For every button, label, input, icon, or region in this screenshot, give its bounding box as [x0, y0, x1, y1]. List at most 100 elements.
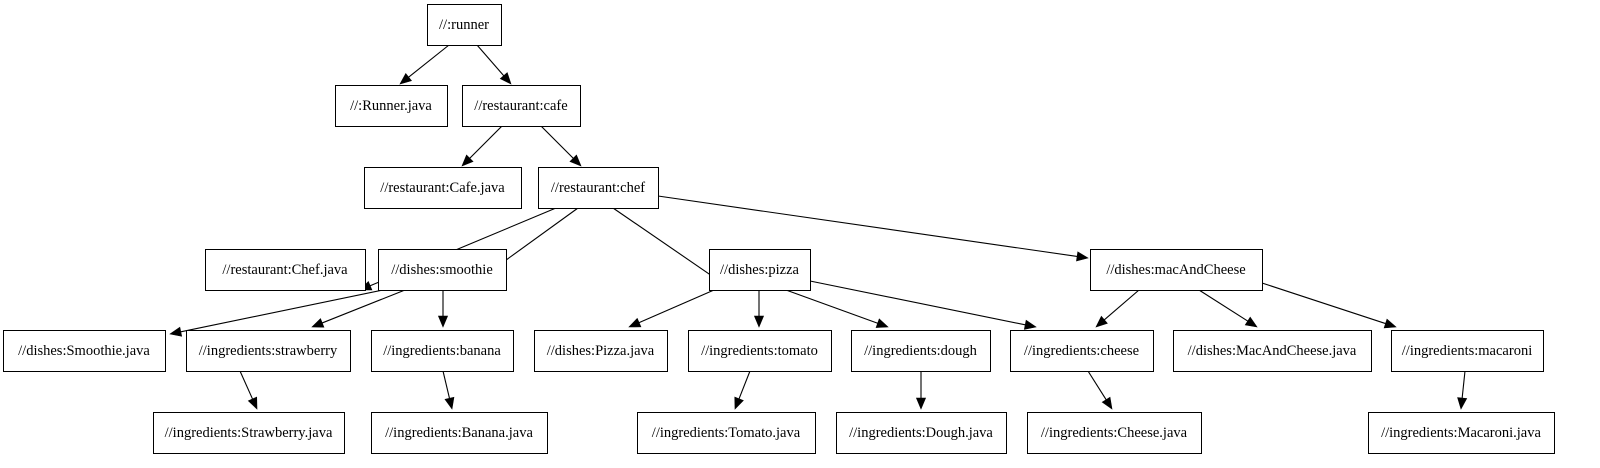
node-label: //ingredients:Cheese.java [1041, 425, 1188, 441]
edge-line [809, 280, 1026, 326]
node-box[interactable] [637, 412, 816, 454]
graph-edge [540, 125, 582, 167]
node-box[interactable] [836, 412, 1007, 454]
node-label: //ingredients:Banana.java [385, 425, 533, 441]
graph-nodes-layer: //:runner //:Runner.java //restaurant:cafe… [3, 4, 1555, 454]
edge-line [1103, 289, 1140, 321]
node-box[interactable] [371, 330, 514, 372]
node-box[interactable] [371, 412, 548, 454]
graph-node-runner[interactable]: //:runner [427, 4, 502, 46]
edge-line [1198, 289, 1249, 322]
graph-node-mac_java[interactable]: //dishes:MacAndCheese.java [1173, 330, 1372, 372]
graph-node-ing_cheese[interactable]: //ingredients:cheese [1010, 330, 1154, 372]
node-label: //ingredients:Dough.java [849, 425, 993, 441]
node-box[interactable] [1010, 330, 1154, 372]
node-box[interactable] [378, 249, 507, 291]
graph-edge [311, 289, 406, 328]
node-label: //ingredients:macaroni [1402, 343, 1532, 359]
edge-arrowhead-icon [753, 315, 765, 328]
edge-arrowhead-icon [461, 154, 474, 167]
graph-node-dishes_smoothie[interactable]: //dishes:smoothie [378, 249, 507, 291]
node-box[interactable] [1090, 249, 1263, 291]
graph-node-tomato_java[interactable]: //ingredients:Tomato.java [637, 412, 816, 454]
graph-edge [628, 289, 715, 328]
graph-edge [461, 125, 503, 167]
node-box[interactable] [186, 330, 351, 372]
graph-edge [734, 370, 751, 410]
graph-node-dishes_mac[interactable]: //dishes:macAndCheese [1090, 249, 1263, 291]
node-label: //dishes:Smoothie.java [18, 343, 150, 359]
graph-node-smoothie_java[interactable]: //dishes:Smoothie.java [3, 330, 166, 372]
edge-line [442, 370, 451, 399]
graph-node-restaurant_chef[interactable]: //restaurant:chef [538, 167, 659, 209]
graph-node-cafe_java[interactable]: //restaurant:Cafe.java [364, 167, 522, 209]
edge-arrowhead-icon [1244, 316, 1258, 328]
graph-node-pizza_java[interactable]: //dishes:Pizza.java [534, 330, 668, 372]
edge-arrowhead-icon [1095, 315, 1108, 328]
graph-node-banana_java[interactable]: //ingredients:Banana.java [371, 412, 548, 454]
node-label: //restaurant:cafe [474, 98, 567, 114]
graph-edge [753, 290, 765, 328]
node-label: //ingredients:Tomato.java [652, 425, 801, 441]
graph-node-restaurant_cafe[interactable]: //restaurant:cafe [462, 85, 581, 127]
graph-node-strawberry_java[interactable]: //ingredients:Strawberry.java [153, 412, 345, 454]
edge-arrowhead-icon [628, 317, 642, 328]
node-label: //ingredients:banana [383, 343, 501, 359]
graph-node-dough_java[interactable]: //ingredients:Dough.java [836, 412, 1007, 454]
node-box[interactable] [538, 167, 659, 209]
edge-line [239, 370, 254, 400]
graph-node-chef_java[interactable]: //restaurant:Chef.java [205, 249, 366, 291]
node-box[interactable] [462, 85, 581, 127]
node-box[interactable] [205, 249, 366, 291]
graph-node-ing_banana[interactable]: //ingredients:banana [371, 330, 514, 372]
edge-arrowhead-icon [1076, 251, 1089, 262]
node-box[interactable] [534, 330, 668, 372]
node-label: //restaurant:Cafe.java [380, 180, 505, 196]
node-box[interactable] [709, 249, 811, 291]
graph-edge [239, 370, 258, 410]
edge-line [180, 289, 384, 333]
edge-arrowhead-icon [247, 396, 258, 410]
edge-line [476, 44, 505, 77]
edge-arrowhead-icon [875, 318, 889, 328]
graph-node-cheese_java[interactable]: //ingredients:Cheese.java [1027, 412, 1202, 454]
edge-arrowhead-icon [1023, 319, 1037, 330]
node-label: //dishes:smoothie [391, 262, 493, 278]
edge-arrowhead-icon [734, 396, 744, 410]
graph-node-ing_macaroni[interactable]: //ingredients:macaroni [1391, 330, 1544, 372]
node-box[interactable] [1391, 330, 1544, 372]
node-box[interactable] [335, 85, 448, 127]
graph-node-ing_tomato[interactable]: //ingredients:tomato [688, 330, 832, 372]
node-box[interactable] [427, 4, 502, 46]
node-box[interactable] [3, 330, 166, 372]
edge-line [738, 370, 751, 399]
node-box[interactable] [1027, 412, 1202, 454]
edge-line [1087, 370, 1107, 400]
node-box[interactable] [851, 330, 991, 372]
node-label: //dishes:pizza [720, 262, 799, 278]
graph-edge [915, 371, 927, 410]
edge-arrowhead-icon [499, 72, 512, 85]
node-box[interactable] [364, 167, 522, 209]
edge-arrowhead-icon [311, 318, 325, 328]
edge-line [408, 44, 450, 78]
node-label: //ingredients:Macaroni.java [1381, 425, 1541, 441]
graph-edge [169, 289, 384, 337]
edge-arrowhead-icon [1457, 397, 1468, 410]
node-label: //:Runner.java [350, 98, 432, 114]
graph-node-runner_java[interactable]: //:Runner.java [335, 85, 448, 127]
node-box[interactable] [1368, 412, 1555, 454]
graph-edge [809, 280, 1037, 330]
graph-node-dishes_pizza[interactable]: //dishes:pizza [709, 249, 811, 291]
edge-arrowhead-icon [1101, 396, 1113, 410]
node-box[interactable] [688, 330, 832, 372]
node-box[interactable] [153, 412, 345, 454]
node-label: //restaurant:Chef.java [222, 262, 348, 278]
node-box[interactable] [1173, 330, 1372, 372]
graph-node-macaroni_java[interactable]: //ingredients:Macaroni.java [1368, 412, 1555, 454]
graph-node-ing_strawberry[interactable]: //ingredients:strawberry [186, 330, 351, 372]
edge-line [657, 195, 1078, 257]
graph-node-ing_dough[interactable]: //ingredients:dough [851, 330, 991, 372]
edge-line [785, 289, 878, 324]
